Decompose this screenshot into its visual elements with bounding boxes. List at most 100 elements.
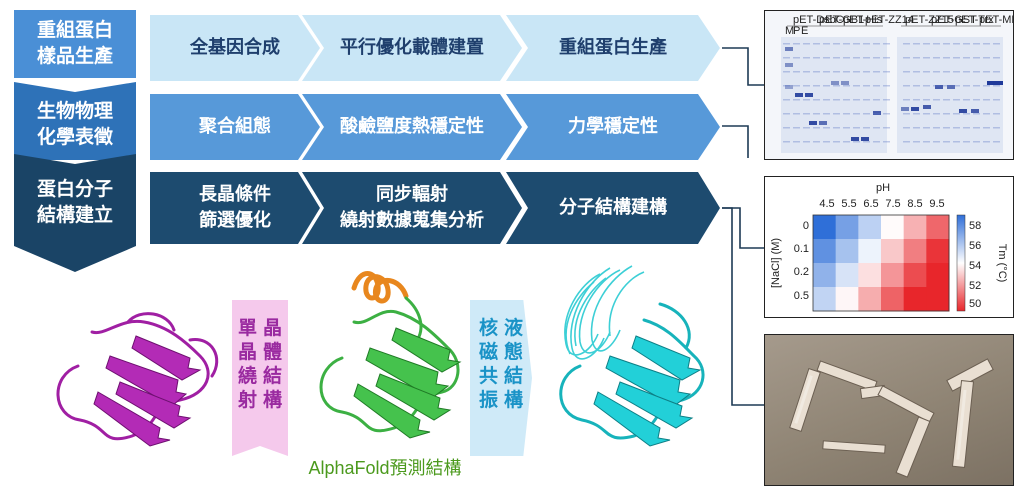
stage-1-line2: 樣品生產 — [36, 45, 113, 67]
gel-band — [953, 57, 960, 59]
heatmap-cell — [813, 263, 837, 288]
stage-1-line1: 重組蛋白 — [36, 19, 113, 41]
gel-band — [923, 85, 930, 87]
heatmap-cell — [835, 239, 859, 264]
gel-band — [943, 141, 950, 143]
stage-2-line2: 化學表徵 — [36, 126, 113, 148]
gel-band — [853, 127, 860, 129]
heatmap-cell — [813, 287, 837, 312]
gel-band — [995, 81, 1003, 85]
gel-band — [843, 85, 850, 87]
gel-band — [783, 113, 790, 115]
heatmap-cell — [926, 263, 950, 288]
gel-band — [923, 99, 930, 101]
gel-band — [953, 113, 960, 115]
gel-band — [983, 57, 990, 59]
tag-char: 晶 — [237, 341, 257, 363]
gel-band — [943, 57, 950, 59]
gel-band — [993, 99, 1000, 101]
gel-band — [953, 71, 960, 73]
xray-crystallography-tag: 晶 體 結 構 單 晶 繞 射 — [232, 300, 288, 456]
gel-band — [795, 93, 803, 97]
heatmap-cell — [926, 239, 950, 264]
heatmap-cell — [926, 287, 950, 312]
tag-char: 磁 — [478, 341, 498, 363]
gel-band — [873, 99, 880, 101]
lane-label: pET-His — [843, 14, 883, 26]
gel-band — [953, 141, 960, 143]
gel-band — [823, 141, 830, 143]
gel-band — [843, 57, 850, 59]
heatmap-cell — [813, 215, 837, 240]
connector-row3 — [722, 207, 764, 249]
gel-band — [913, 113, 920, 115]
gel-band — [903, 127, 910, 129]
gel-band — [805, 93, 813, 97]
gel-band — [903, 113, 910, 115]
heatmap-cell — [858, 215, 882, 240]
gel-band — [823, 85, 830, 87]
x-tick: 9.5 — [929, 198, 944, 210]
gel-band — [913, 43, 920, 45]
heatmap-cells — [813, 215, 950, 312]
thermal-stability-heatmap-panel: pH 4.5 5.5 6.5 7.5 8.5 9.5 0 0.1 0.2 0.5… — [764, 176, 1014, 318]
gel-band — [959, 109, 967, 113]
heatmap-cell — [903, 263, 927, 288]
gel-band — [947, 85, 955, 89]
step-label: 平行優化載體建置 — [340, 37, 484, 58]
gel-band — [973, 57, 980, 59]
gel-band — [803, 57, 810, 59]
gel-band — [973, 71, 980, 73]
gel-band — [833, 71, 840, 73]
gel-band — [993, 113, 1000, 115]
gel-band — [963, 85, 970, 87]
gel-band — [933, 127, 940, 129]
gel-band — [863, 99, 870, 101]
gel-band — [823, 43, 830, 45]
tag-column: 晶 體 結 構 — [263, 316, 282, 456]
tag-char: 態 — [504, 341, 524, 363]
gel-band — [963, 43, 970, 45]
x-tick: 8.5 — [907, 198, 922, 210]
gel-band — [823, 127, 830, 129]
alphafold-caption: AlphaFold預測結構 — [308, 458, 462, 478]
stage-structure-determination: 蛋白分子 結構建立 — [14, 154, 136, 272]
gel-bands — [783, 43, 1003, 143]
step-label-line2: 篩選優化 — [199, 210, 271, 231]
heatmap-cell — [881, 287, 905, 312]
gel-band — [873, 141, 880, 143]
stage-2-line1: 生物物理 — [36, 100, 113, 122]
stage-biophysical-characterization: 生物物理 化學表徵 — [14, 82, 136, 160]
gel-band — [903, 57, 910, 59]
gel-band — [853, 141, 860, 143]
heatmap-cell — [926, 215, 950, 240]
tag-char: 振 — [478, 389, 498, 411]
gel-band — [953, 99, 960, 101]
step-label: 酸鹼鹽度熱穩定性 — [340, 116, 484, 137]
gel-band — [793, 57, 800, 59]
gel-band — [933, 43, 940, 45]
tag-char: 結 — [263, 365, 283, 387]
gel-band — [903, 99, 910, 101]
gel-band — [993, 71, 1000, 73]
lane-label: pET-ZZ14 — [865, 14, 914, 26]
tag-char: 共 — [478, 365, 498, 387]
gel-band — [993, 57, 1000, 59]
gel-band — [873, 71, 880, 73]
y-tick: 0.5 — [794, 290, 809, 302]
gel-band — [841, 81, 849, 85]
gel-band — [913, 127, 920, 129]
gel-band — [883, 127, 890, 129]
gel-band — [831, 81, 839, 85]
gel-band — [823, 113, 830, 115]
gel-band — [853, 57, 860, 59]
gel-band — [843, 71, 850, 73]
gel-band — [833, 57, 840, 59]
heatmap-title: pH — [876, 182, 890, 194]
gel-band — [943, 71, 950, 73]
gel-band — [973, 127, 980, 129]
gel-band — [783, 127, 790, 129]
cbar-tick: 50 — [969, 298, 981, 310]
gel-band — [983, 71, 990, 73]
cbar-tick: 54 — [969, 260, 981, 272]
